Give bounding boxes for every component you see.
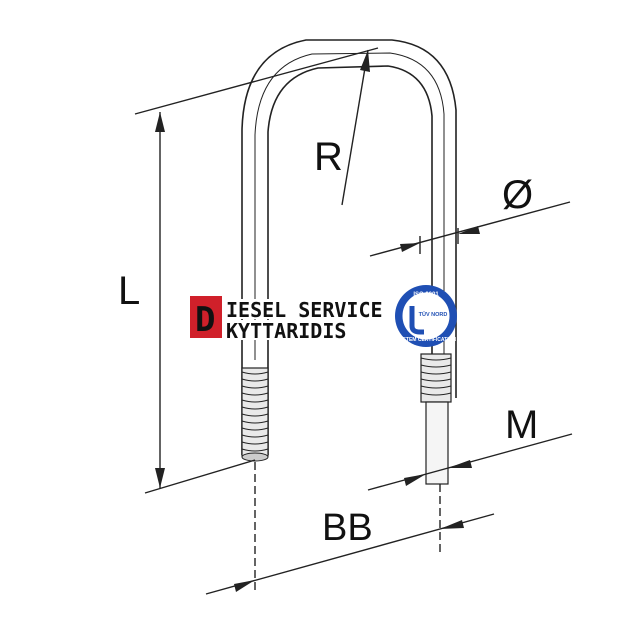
spacing-dimension: BB: [205, 462, 495, 595]
thread-ridge: [420, 378, 452, 382]
length-dimension: L: [118, 47, 379, 494]
thread-ridge: [241, 399, 269, 403]
left-thread: [241, 367, 269, 462]
thread-ridge: [241, 448, 269, 452]
badge-mark-icon: [409, 306, 424, 335]
radius-label: R: [314, 135, 343, 179]
logo-letter: D: [195, 300, 215, 340]
thread-ridge: [420, 357, 452, 361]
thread-ridge: [420, 364, 452, 368]
logo-red-box: [190, 296, 222, 338]
logo-line1: IESEL SERVICE: [226, 298, 383, 322]
badge-text-middle: TÜV NORD: [419, 311, 448, 318]
thread-ridge: [241, 427, 269, 431]
diameter-dimension: Ø: [369, 173, 571, 257]
thread-ridge: [241, 371, 269, 375]
length-label: L: [118, 269, 140, 313]
radius-dimension: R: [314, 49, 370, 206]
thread-ridge: [241, 441, 269, 445]
thread-ridge: [241, 385, 269, 389]
thread-ridge: [241, 413, 269, 417]
thread-ridge: [241, 420, 269, 424]
thread-ridge: [420, 371, 452, 375]
thread-dimension: M: [367, 403, 573, 491]
certification-badge: ISO 9001 TÜV NORD SYSTEM CERTIFICATION: [395, 285, 457, 347]
thread-ridge: [420, 392, 452, 396]
company-logo: D IESEL SERVICE KYTTARIDIS: [190, 296, 394, 343]
thread-ridge: [241, 378, 269, 382]
spacing-label: BB: [322, 507, 373, 549]
badge-text-top: ISO 9001: [413, 292, 439, 298]
right-thread: [420, 353, 452, 485]
diameter-label: Ø: [502, 173, 533, 217]
logo-line2: KYTTARIDIS: [226, 319, 346, 343]
badge-text-bottom: SYSTEM CERTIFICATION: [396, 337, 457, 343]
thread-ridge: [241, 406, 269, 410]
thread-label: M: [505, 403, 538, 447]
thread-ridge: [241, 434, 269, 438]
thread-ridge: [241, 392, 269, 396]
u-bolt-body: [241, 39, 457, 455]
thread-ridge: [420, 385, 452, 389]
